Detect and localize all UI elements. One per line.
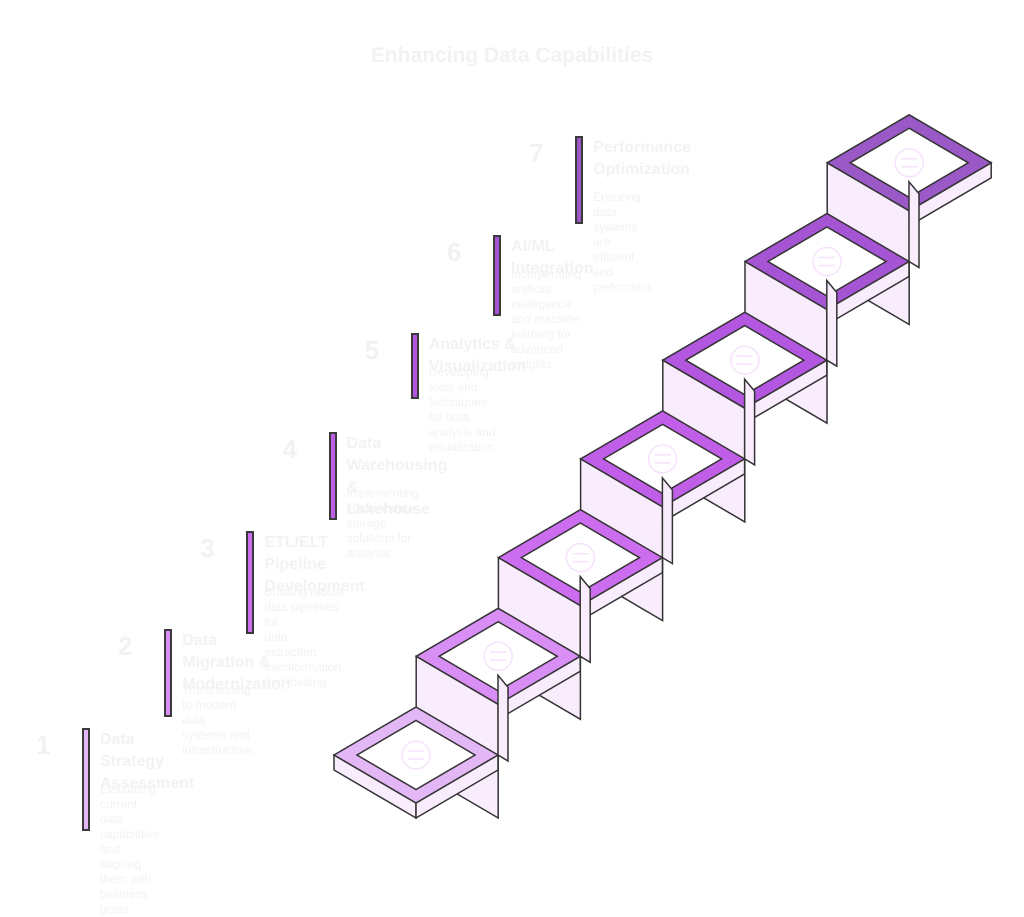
step-title: AI/ML Integration [511,237,594,277]
step-side-wall [908,179,920,269]
step-top-inner [437,620,559,692]
step-title: Data Warehousing &Lakehouse [346,434,448,518]
step-top-inner [355,719,477,791]
step-accent-bar [328,431,337,520]
speedometer-icon [894,148,924,178]
table-search-icon [401,740,431,770]
step-number: 2 [118,631,133,662]
step-top-inner [519,522,641,594]
step-title: Analytics & Visualization [428,336,527,376]
step-side-wall [497,673,509,763]
step-title: Data Migration &Modernization [182,632,291,694]
step-top-inner [848,127,970,199]
database-lake-icon [647,444,678,474]
step-side-wall [661,475,674,565]
step-1 [332,673,509,820]
step-accent-bar [575,135,584,224]
step-top-inner [602,423,724,495]
diagram-title: Enhancing Data Capabilities [370,44,654,67]
step-number: 3 [200,532,215,563]
step-side-wall [826,278,838,368]
step-accent-bar [82,728,90,831]
pipe-icon [565,542,596,573]
step-accent-bar [410,333,419,400]
step-top-inner [766,226,888,297]
step-number: 6 [447,236,462,267]
chart-grid-icon [730,345,760,375]
step-number: 1 [36,730,51,760]
staircase [332,113,993,820]
step-number: 7 [529,137,544,168]
step-accent-bar [493,234,501,316]
step-5 [661,278,838,524]
brain-robot-icon [812,246,842,277]
step-top-inner [684,324,806,396]
step-accent-bar [246,530,255,634]
step-number: 4 [282,433,298,464]
step-side-wall [743,377,756,467]
step-number: 5 [364,335,380,366]
crane-construction-icon [483,641,513,672]
step-accent-bar [164,629,173,718]
step-side-wall [579,574,591,664]
